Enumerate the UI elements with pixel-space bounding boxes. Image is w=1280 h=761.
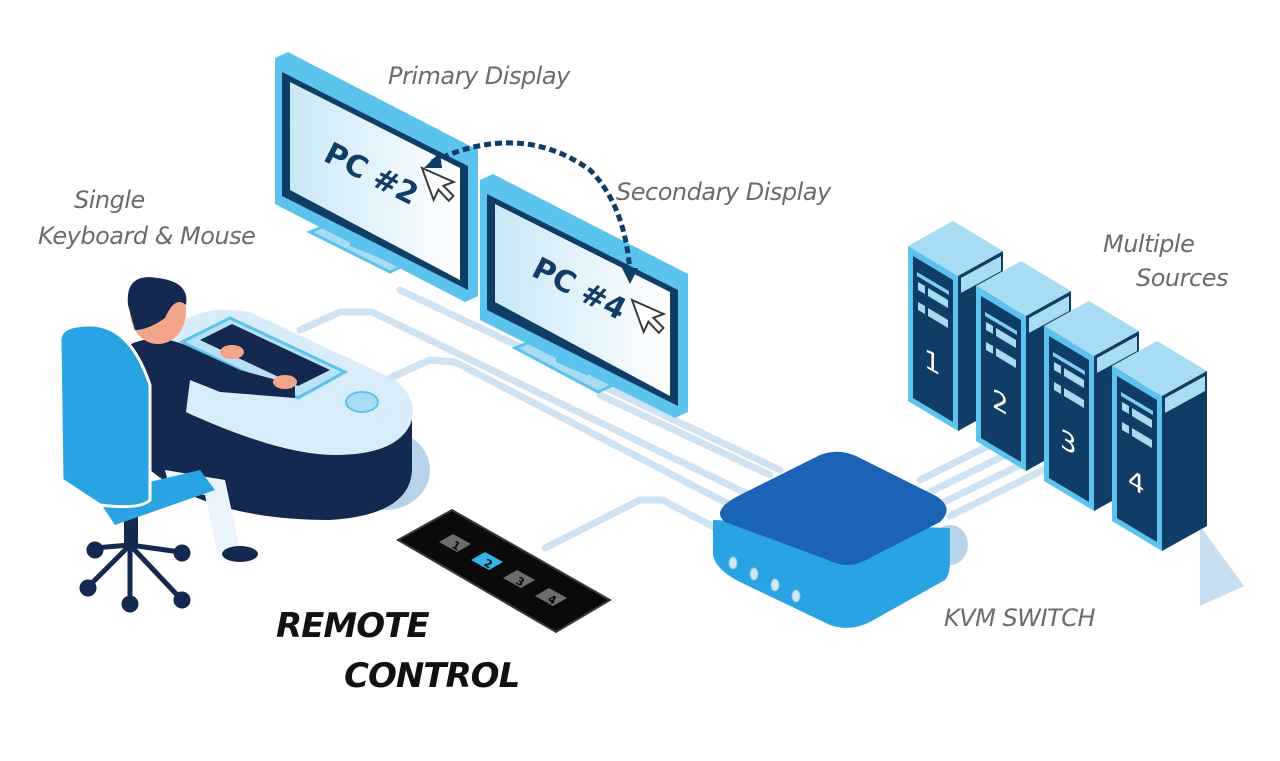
cable-mouse-kvm <box>386 356 744 514</box>
person-hand <box>273 375 297 389</box>
user-at-desk <box>58 277 297 613</box>
mouse <box>345 391 379 413</box>
arrowhead-icon <box>622 268 638 284</box>
cable-remote-kvm <box>541 496 724 552</box>
source-number: 4 <box>1128 462 1145 502</box>
cursor-icon <box>420 166 457 203</box>
remote-button-3[interactable]: 3 <box>503 570 535 589</box>
chair-base <box>79 541 191 613</box>
kvm-led <box>791 589 801 603</box>
person-shoe <box>222 546 258 562</box>
source-number: 2 <box>992 382 1009 422</box>
keyboard-keys <box>200 324 330 386</box>
chair-back <box>58 323 152 509</box>
source-number: 3 <box>1060 422 1077 462</box>
kvm-switch <box>713 451 968 628</box>
primary-monitor: PC #2 <box>275 52 478 302</box>
person-torso <box>120 338 295 470</box>
source-number: 1 <box>924 342 941 382</box>
source-computer-4: 4 <box>1112 341 1244 606</box>
kvm-switch-label: KVM SWITCH <box>944 604 1096 632</box>
remote-button-2[interactable]: 2 <box>471 552 503 571</box>
secondary-monitor: PC #4 <box>480 174 688 418</box>
single-keyboard-label-line1: Single <box>74 186 145 214</box>
person-hand <box>220 345 244 359</box>
cursor-move-arrow <box>424 140 638 284</box>
kvm-leds <box>728 556 801 603</box>
kvm-led <box>728 556 738 570</box>
cable-keyboard-kvm <box>296 308 764 504</box>
source-computers: 1 2 3 4 <box>908 221 1244 606</box>
secondary-display-label: Secondary Display <box>616 178 831 206</box>
multiple-sources-label-line2: Sources <box>1136 264 1228 292</box>
monitor-screen <box>290 82 460 280</box>
remote-control-label-line2: CONTROL <box>344 656 520 696</box>
single-keyboard-label-line2: Keyboard & Mouse <box>38 222 256 250</box>
primary-display-label: Primary Display <box>388 62 570 90</box>
kvm-led <box>770 578 780 592</box>
remote-button-1[interactable]: 1 <box>439 534 471 553</box>
remote-control-label-line1: REMOTE <box>276 606 430 646</box>
chair-seat <box>95 470 215 525</box>
kvm-top <box>720 451 947 565</box>
cursor-icon <box>630 298 667 335</box>
person-hair <box>127 277 187 330</box>
monitor-screen <box>495 204 670 396</box>
arrowhead-icon <box>424 152 442 168</box>
kvm-led <box>749 567 759 581</box>
cable-secondary-kvm <box>596 391 774 479</box>
remote-button-4[interactable]: 4 <box>535 588 567 608</box>
multiple-sources-label-line1: Multiple <box>1103 230 1195 258</box>
